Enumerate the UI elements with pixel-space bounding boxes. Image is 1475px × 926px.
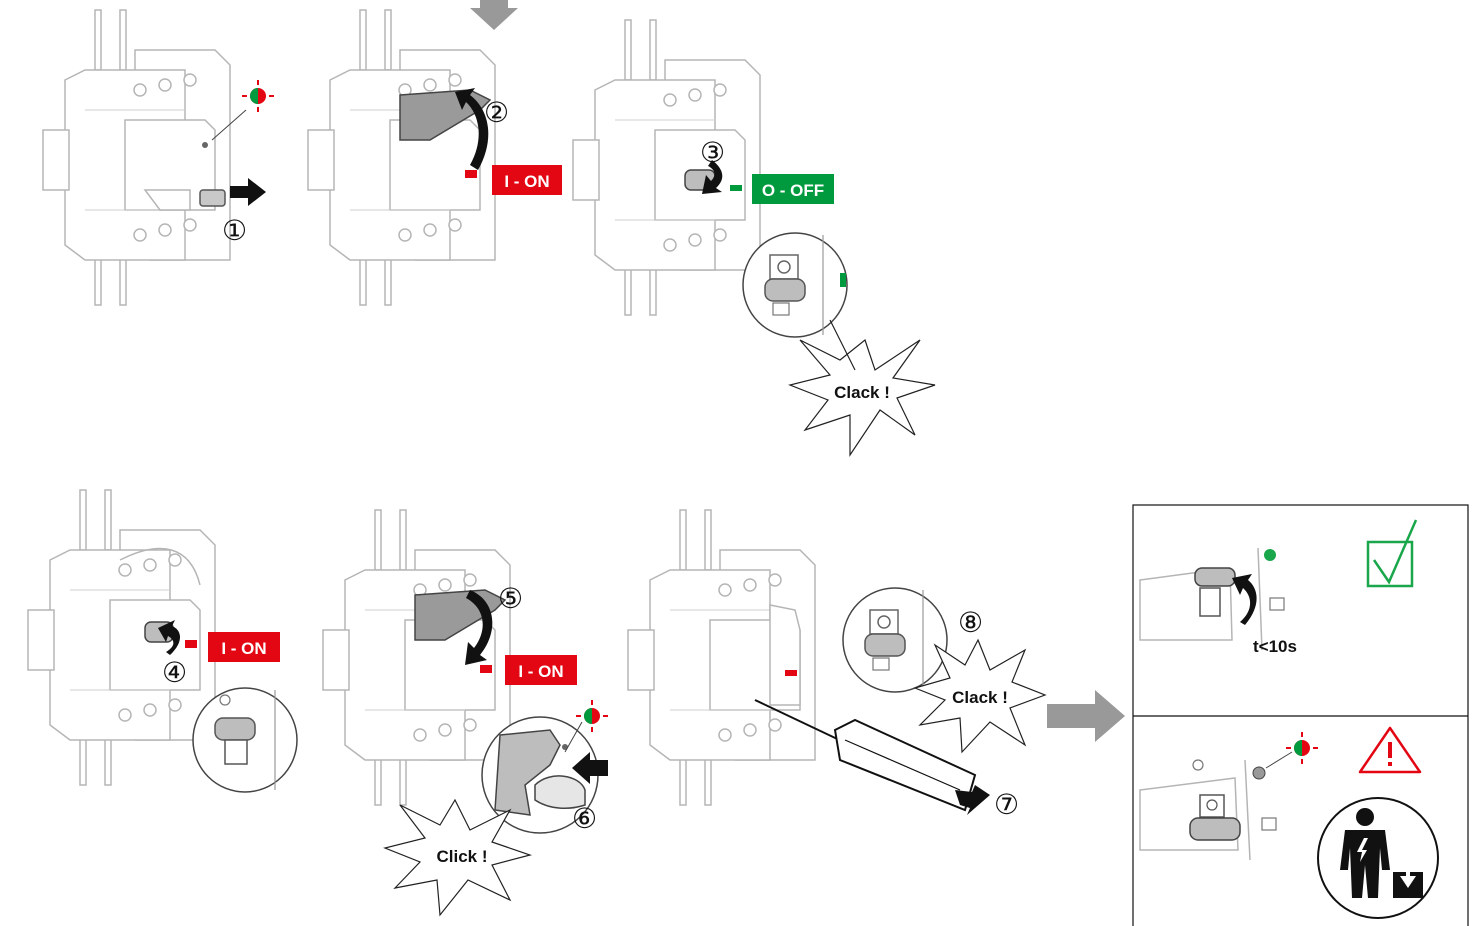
indicator-light-icon [242, 80, 274, 112]
clack-burst-2 [913, 638, 1047, 754]
result-arrow-icon [1047, 690, 1125, 742]
rotate-down-arrow-icon-2 [465, 590, 493, 665]
step-8-number: ⑧ [958, 606, 983, 639]
clack-label-1: Clack ! [834, 383, 890, 402]
indicator-light-icon-3 [1286, 732, 1318, 764]
on-badge-1 [492, 165, 562, 195]
electrician-icon [1317, 797, 1439, 919]
indicator-leader-2 [564, 721, 583, 753]
step-6-number: ⑥ [572, 802, 597, 835]
burst-pointer-1 [829, 319, 856, 371]
step-3-number: ③ [700, 136, 725, 169]
breaker-step-1 [42, 9, 231, 306]
click-burst [383, 798, 533, 917]
push-arrow-icon [572, 752, 608, 784]
step-7-number: ⑦ [994, 788, 1019, 821]
rotate-up-arrow-icon [455, 88, 489, 170]
breaker-step-3 [572, 19, 761, 316]
green-indicator-icon [1264, 549, 1276, 561]
step-4-number: ④ [162, 656, 187, 689]
on-label-3: I - ON [518, 662, 563, 681]
flow-down-arrow-icon [470, 0, 518, 30]
breaker-step-7 [627, 509, 816, 806]
rotate-down-arrow-icon [702, 160, 723, 194]
clack-burst-1 [788, 338, 936, 457]
on-badge-2 [208, 632, 280, 662]
check-box-icon [1366, 519, 1418, 588]
rotate-up-arrow-icon-2 [158, 620, 180, 655]
success-switch-illustration [1139, 547, 1285, 651]
gray-indicator-icon [1252, 766, 1266, 780]
push-arrow-icon-2 [955, 785, 990, 815]
indicator-leader [211, 109, 247, 141]
indicator-leader-3 [1265, 751, 1293, 769]
clack-label-2: Clack ! [952, 688, 1008, 707]
rotate-up-arrow-icon-3 [1232, 574, 1257, 625]
zoom-circle-reset [842, 587, 948, 693]
breaker-step-4 [27, 489, 216, 786]
off-label: O - OFF [762, 181, 824, 200]
off-badge [752, 174, 834, 204]
zoom-circle-on [192, 687, 298, 793]
warning-triangle-icon [1358, 726, 1422, 774]
step-5-number: ⑤ [498, 582, 523, 615]
step-1-number: ① [222, 214, 247, 247]
zoom-circle-off [742, 232, 848, 338]
on-badge-3 [505, 655, 577, 685]
on-label-2: I - ON [221, 639, 266, 658]
timer-label: t<10s [1253, 637, 1297, 656]
indicator-light-icon-2 [576, 700, 608, 732]
pull-arrow-icon [230, 178, 266, 206]
breaker-step-2 [307, 9, 496, 306]
failure-switch-illustration [1139, 759, 1277, 861]
step-2-number: ② [484, 96, 509, 129]
zoom-circle-test-button [481, 716, 599, 834]
click-label: Click ! [436, 847, 487, 866]
on-label-1: I - ON [504, 172, 549, 191]
